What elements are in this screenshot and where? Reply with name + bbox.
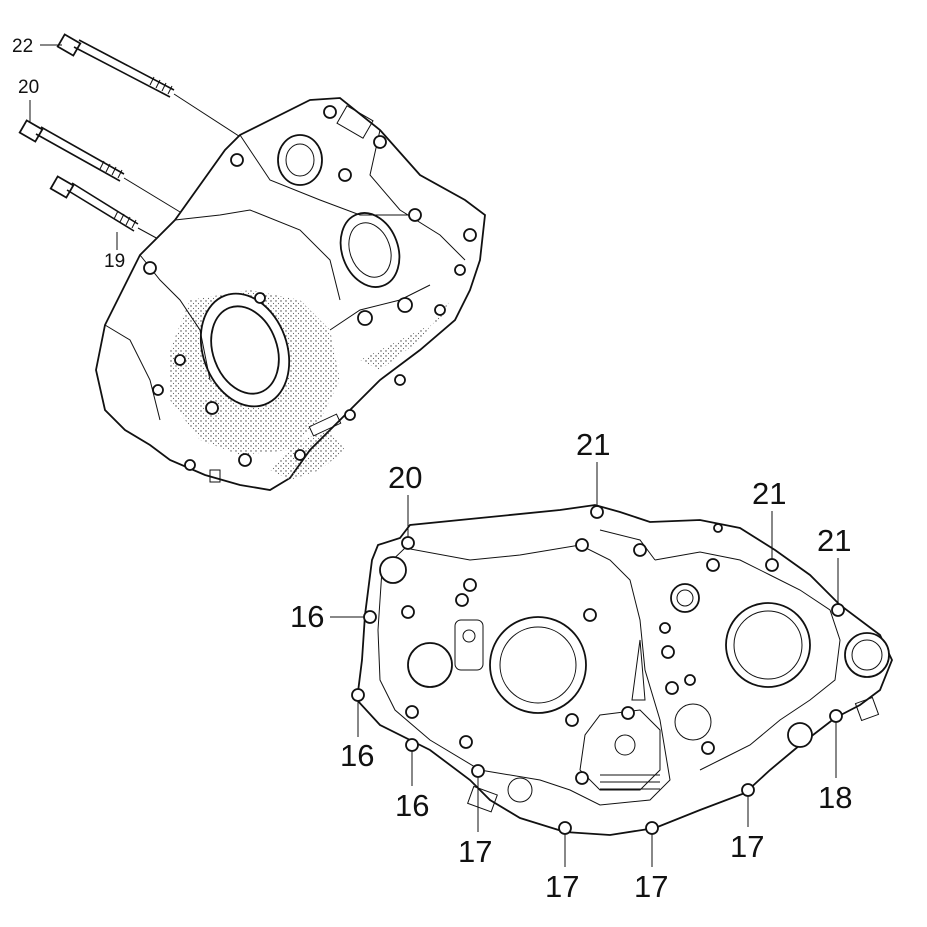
callout-17-a-label: 17 bbox=[458, 834, 492, 869]
callout-17-b-label: 17 bbox=[545, 869, 579, 904]
callout-16-a: 16 bbox=[290, 599, 364, 634]
callout-17-d-label: 17 bbox=[730, 829, 764, 864]
callout-18-label: 18 bbox=[818, 780, 852, 815]
callout-16-c-label: 16 bbox=[395, 788, 429, 823]
callout-21-b-label: 21 bbox=[752, 476, 786, 511]
callout-16-c: 16 bbox=[395, 751, 429, 823]
callout-17-c: 17 bbox=[634, 834, 668, 904]
callout-21-a-label: 21 bbox=[576, 427, 610, 462]
callout-16-a-label: 16 bbox=[290, 599, 324, 634]
callout-17-b: 17 bbox=[545, 834, 579, 904]
callout-18: 18 bbox=[818, 722, 852, 815]
callout-17-c-label: 17 bbox=[634, 869, 668, 904]
callout-16-b: 16 bbox=[340, 701, 374, 773]
callout-17-d: 17 bbox=[730, 796, 764, 864]
lower-crankcase-half bbox=[351, 504, 893, 836]
callout-17-a: 17 bbox=[458, 777, 492, 869]
bolt-22 bbox=[56, 33, 246, 141]
main-bearing-bore bbox=[489, 616, 587, 714]
callout-22-label: 22 bbox=[12, 36, 33, 57]
callout-21-a: 21 bbox=[576, 427, 610, 506]
callout-16-b-label: 16 bbox=[340, 738, 374, 773]
callout-19: 19 bbox=[104, 232, 125, 272]
callout-21-b: 21 bbox=[752, 476, 786, 559]
upper-crankcase-half bbox=[95, 97, 486, 491]
callout-21-c-label: 21 bbox=[817, 523, 851, 558]
callout-20-upper-label: 20 bbox=[18, 77, 39, 98]
bolt-19 bbox=[49, 175, 161, 241]
callout-20-lower-label: 20 bbox=[388, 460, 422, 495]
bolt-20 bbox=[18, 119, 186, 216]
countershaft-bore bbox=[725, 602, 811, 688]
callout-20-upper: 20 bbox=[18, 77, 39, 122]
callout-20-lower: 20 bbox=[388, 460, 422, 537]
callout-22: 22 bbox=[12, 36, 62, 57]
callout-19-label: 19 bbox=[104, 251, 125, 272]
callout-21-c: 21 bbox=[817, 523, 851, 604]
